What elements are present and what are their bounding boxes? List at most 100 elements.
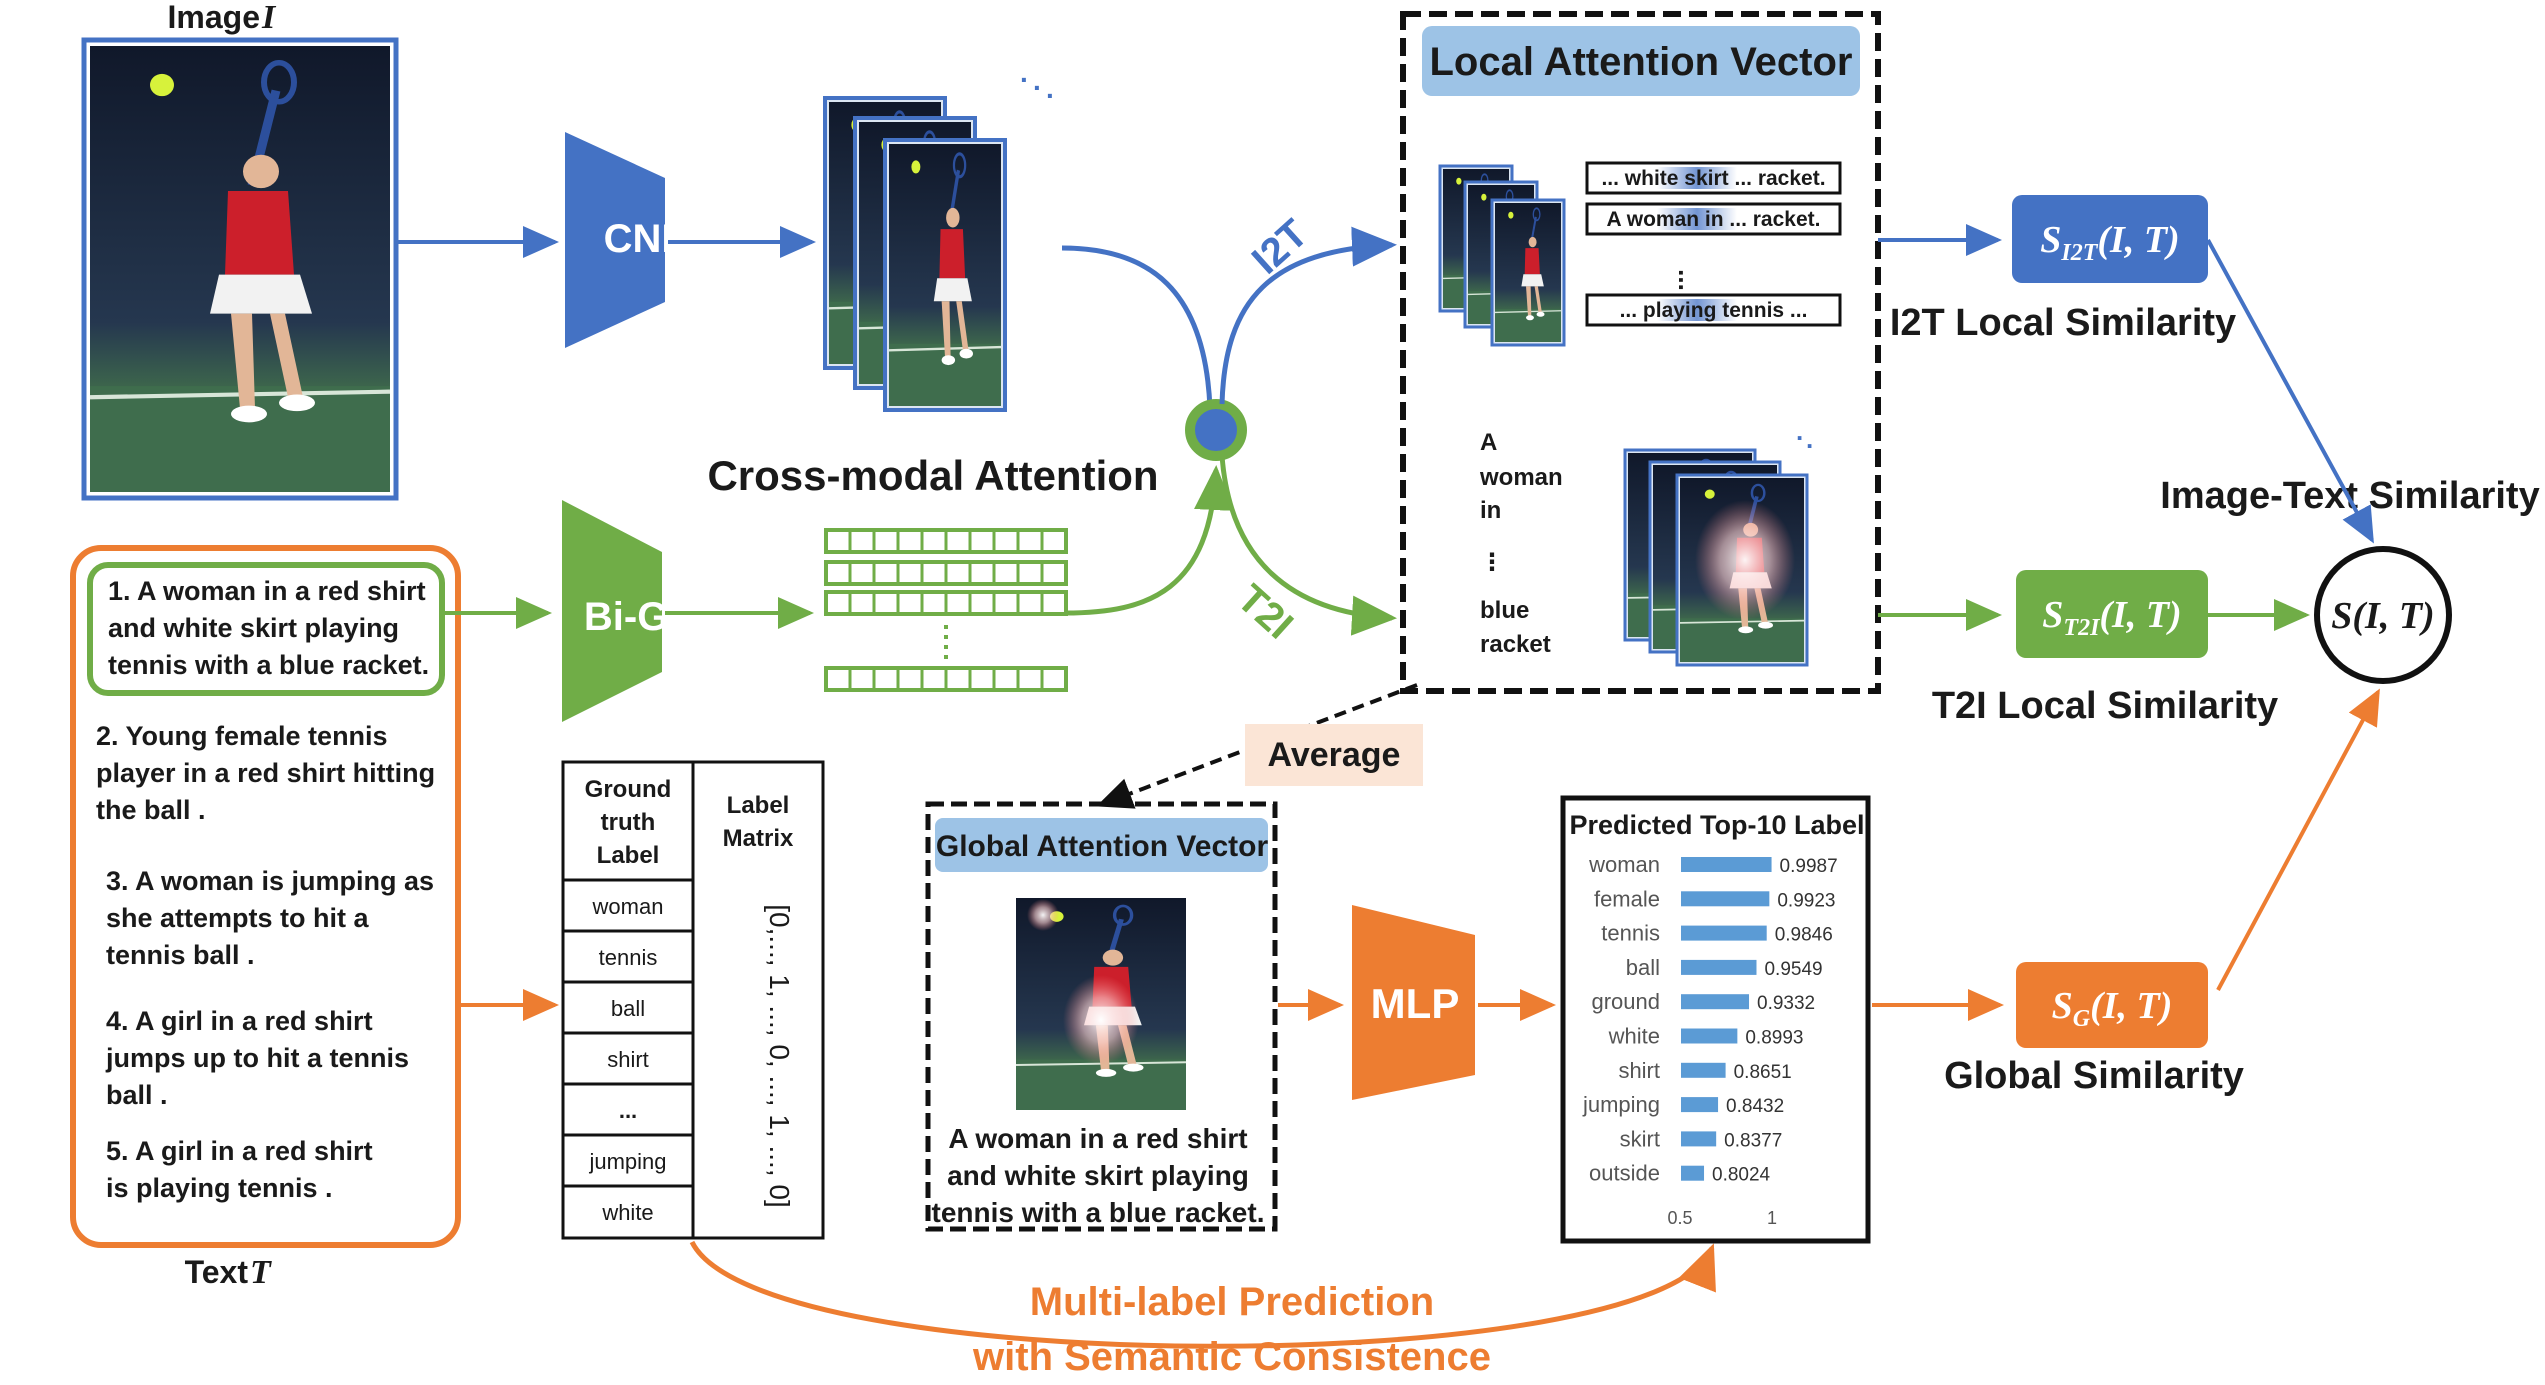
local-feature-image: [1493, 201, 1563, 344]
chart-tick-label: 1: [1767, 1208, 1777, 1228]
bigru-label: Bi-GRU: [584, 595, 726, 639]
chart-bar: [1681, 994, 1750, 1010]
final-similarity-node: [2314, 546, 2452, 684]
chart-category-label: shirt: [1618, 1058, 1660, 1083]
multilabel-title: Multi-label Prediction: [1030, 1280, 1434, 1324]
fusion-to-i2t-curve: [1219, 226, 1397, 405]
gt-label: white: [601, 1200, 653, 1225]
caption-line: she attempts to hit a: [106, 903, 370, 933]
multilabel-subtitle: with Semantic Consistence: [972, 1335, 1491, 1379]
text-symbol: T: [250, 1254, 272, 1291]
global-similarity-label: Global Similarity: [1944, 1055, 2244, 1097]
caption-line: and white skirt playing: [108, 613, 399, 643]
multilabel-curve: [689, 1240, 1716, 1349]
gt-label: tennis: [599, 945, 658, 970]
caption-line: jumps up to hit a tennis: [105, 1043, 409, 1073]
chart-tick-label: 0.5: [1667, 1208, 1692, 1228]
chart-bar: [1681, 1131, 1717, 1147]
chart-bar: [1681, 891, 1770, 907]
chart-value-label: 0.9332: [1757, 993, 1815, 1014]
t2i-word: blue: [1480, 597, 1529, 624]
chart-bar: [1681, 1028, 1738, 1044]
chart-value-label: 0.9923: [1777, 890, 1835, 911]
chart-bar: [1681, 1165, 1705, 1181]
attention-highlight: [1657, 208, 1737, 230]
image-frame: [81, 37, 399, 501]
t2i-similarity-box: [2016, 570, 2208, 658]
cnn-block: [565, 132, 665, 348]
average-label: Average: [1268, 736, 1401, 774]
chart-bar: [1681, 1062, 1726, 1078]
chart-value-label: 0.9549: [1764, 959, 1822, 980]
feature-map-image: [889, 144, 1001, 406]
chart-value-label: 0.8377: [1724, 1130, 1782, 1151]
global-caption-line: tennis with a blue racket.: [932, 1197, 1265, 1228]
cnn-label: CNN: [604, 217, 691, 261]
global-attention-title: Global Attention Vector: [936, 830, 1269, 863]
dots-text: .: [1033, 65, 1041, 96]
image-title: Image: [168, 0, 260, 35]
caption-line: tennis ball .: [106, 940, 255, 970]
dots-text: .: [1046, 73, 1054, 104]
chart-value-label: 0.8432: [1726, 1096, 1784, 1117]
dots-text: .: [1796, 416, 1803, 446]
i2t-similarity-box: [2012, 195, 2208, 283]
attention-glow: [1063, 975, 1139, 1065]
caption-line: 3. A woman is jumping as: [106, 866, 434, 896]
gt-label: woman: [592, 894, 664, 919]
chart-value-label: 0.9987: [1780, 856, 1838, 877]
global-similarity-box-formula: SG(I, T): [2052, 985, 2173, 1032]
mlp-label: MLP: [1371, 980, 1460, 1027]
t2i-word: ⋮: [1480, 549, 1504, 576]
chart-bar: [1681, 857, 1772, 872]
bigru-block: [562, 500, 662, 722]
global-attention-frame: [925, 801, 1278, 1232]
global-to-final-arrow: [2216, 688, 2380, 991]
input-image: [90, 46, 390, 492]
average-box: [1245, 724, 1423, 786]
caption-line: 2. Young female tennis: [96, 721, 388, 751]
table-header-right: Matrix: [723, 825, 794, 852]
t2i-word: racket: [1480, 631, 1551, 658]
t2i-similarity-label: T2I Local Similarity: [1932, 685, 2278, 727]
label-matrix: [0,..., 1, ..., 0, ..., 1, ..., 0]: [764, 904, 795, 1207]
i2t-ellipsis: ...: [1673, 269, 1703, 291]
text-frame: [70, 545, 461, 1248]
t2i-similarity-box-formula: ST2I(I, T): [2042, 594, 2181, 641]
local-attention-title: Local Attention Vector: [1429, 40, 1852, 84]
gt-label: ...: [619, 1098, 637, 1123]
chart-category-label: tennis: [1601, 921, 1660, 946]
caption-line: 4. A girl in a red shirt: [106, 1006, 373, 1036]
caption-line: is playing tennis .: [106, 1173, 333, 1203]
t2i-word: A: [1480, 429, 1497, 456]
i2t-label: I2T: [1244, 211, 1316, 282]
caption-line: 5. A girl in a red shirt: [106, 1136, 373, 1166]
caption-line: ball .: [106, 1080, 168, 1110]
i2t-text: A woman in ... racket.: [1607, 208, 1821, 231]
mlp-block: [1352, 905, 1475, 1100]
caption-highlight: [87, 562, 445, 696]
chart-category-label: ground: [1591, 989, 1660, 1014]
chart-bar: [1681, 1097, 1719, 1113]
text-title: Text: [185, 1254, 249, 1290]
local-attention-frame: [1400, 11, 1881, 694]
i2t-similarity-box-formula: SI2T(I, T): [2040, 219, 2179, 266]
features-to-fusion-curve: [1061, 245, 1213, 409]
table-header-left: Ground: [585, 776, 672, 803]
local-attention-header: [1422, 26, 1860, 96]
global-similarity-box: [2016, 962, 2208, 1048]
chart-value-label: 0.8993: [1745, 1028, 1803, 1049]
chart-category-label: outside: [1589, 1161, 1660, 1186]
chart-value-label: 0.9846: [1775, 925, 1833, 946]
chart-category-label: skirt: [1620, 1126, 1660, 1151]
chart-title: Predicted Top-10 Label: [1569, 810, 1864, 840]
chart-value-label: 0.8651: [1734, 1062, 1792, 1083]
attention-glow: [1027, 899, 1059, 931]
i2t-similarity-label: I2T Local Similarity: [1890, 302, 2236, 344]
caption-line: player in a red shirt hitting: [96, 758, 435, 788]
chart-category-label: female: [1594, 886, 1660, 911]
chart-category-label: ball: [1626, 955, 1660, 980]
final-similarity-formula: S(I, T): [2331, 595, 2434, 637]
